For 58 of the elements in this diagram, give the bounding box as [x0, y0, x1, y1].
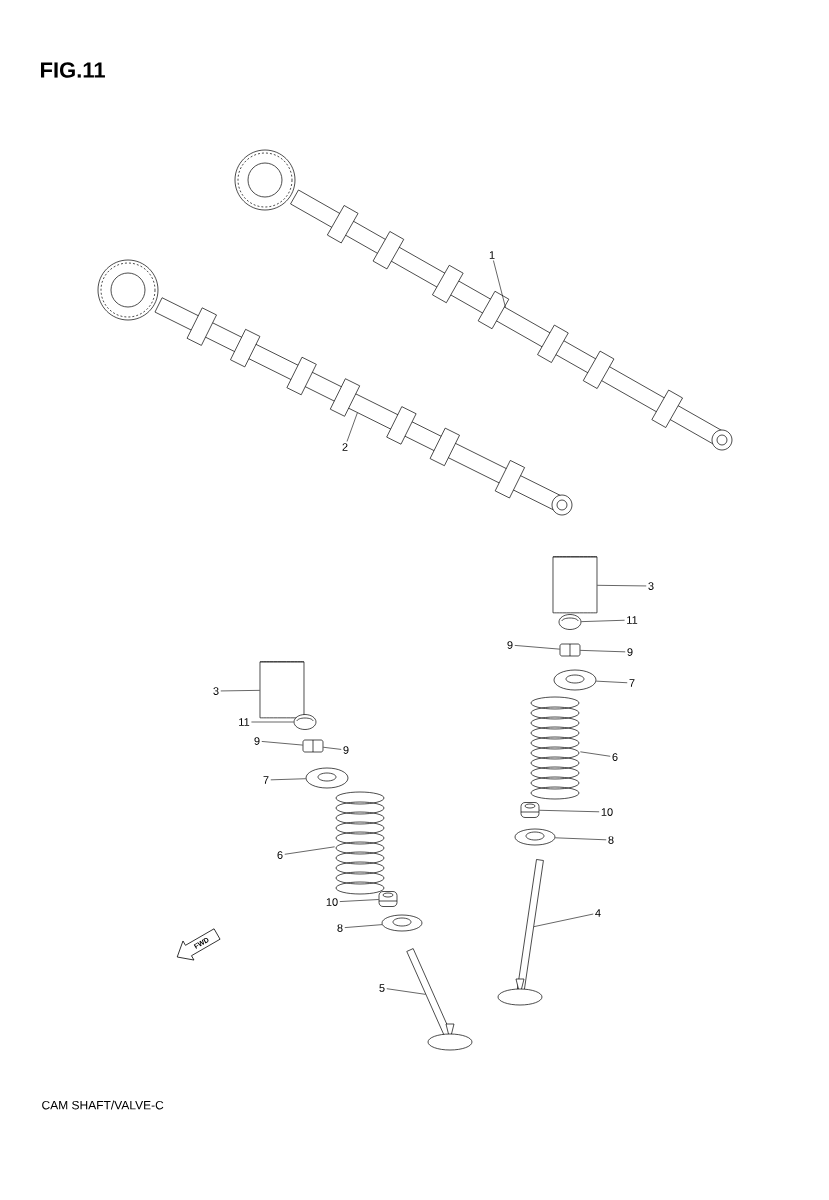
figure-title: FIG.11	[41, 62, 105, 78]
valve-stem-seal-drawing	[520, 802, 540, 818]
valve-spring-drawing	[530, 696, 580, 800]
callout-number: 10	[601, 808, 613, 816]
callout-number: 11	[627, 616, 638, 624]
callout-number: 6	[612, 753, 618, 761]
callout-number: 7	[263, 776, 269, 784]
leader-line	[581, 619, 625, 622]
callout-number: 1	[489, 251, 495, 259]
callout-number: 9	[627, 648, 633, 656]
leader-line	[514, 645, 560, 650]
caption: CAM SHAFT/VALVE-C	[42, 1100, 164, 1110]
callout-number: 9	[507, 641, 513, 649]
leader-line	[220, 690, 260, 692]
leader-line	[580, 751, 611, 757]
camshaft-drawing	[97, 259, 573, 516]
leader-line	[346, 412, 358, 442]
leader-line	[251, 721, 294, 723]
spring-seat-drawing	[514, 828, 556, 846]
leader-line	[284, 846, 335, 855]
callout-number: 9	[343, 746, 349, 754]
valve-drawing	[497, 859, 544, 1006]
leader-line	[261, 741, 303, 746]
callout-number: 3	[213, 687, 219, 695]
valve-spring-drawing	[335, 791, 385, 895]
callout-number: 11	[239, 718, 250, 726]
spring-retainer-drawing	[305, 767, 349, 789]
valve-stem-seal-drawing	[378, 891, 398, 907]
callout-number: 8	[608, 836, 614, 844]
leader-line	[270, 778, 306, 781]
leader-line	[493, 260, 506, 308]
callout-number: 7	[629, 679, 635, 687]
callout-number: 8	[337, 924, 343, 932]
callout-number: 10	[326, 898, 338, 906]
spring-retainer-drawing	[553, 669, 597, 691]
leader-line	[323, 746, 342, 750]
callout-number: 5	[379, 984, 385, 992]
callout-number: 3	[648, 582, 654, 590]
leader-line	[533, 913, 594, 927]
leader-line	[597, 585, 647, 587]
valve-cotter-drawing	[302, 739, 324, 753]
leader-line	[539, 809, 600, 813]
shim-drawing	[293, 714, 317, 730]
callout-number: 2	[342, 443, 348, 451]
tappet-drawing	[259, 661, 305, 719]
leader-line	[386, 988, 426, 995]
leader-line	[580, 650, 626, 653]
callout-number: 6	[277, 851, 283, 859]
leader-line	[339, 899, 379, 902]
callout-number: 4	[595, 909, 601, 917]
callout-number: 9	[254, 737, 260, 745]
shim-drawing	[558, 614, 582, 630]
leader-line	[595, 680, 628, 684]
valve-cotter-drawing	[559, 643, 581, 657]
spring-seat-drawing	[381, 914, 423, 932]
leader-line	[344, 924, 383, 928]
valve-drawing	[406, 948, 473, 1051]
leader-line	[554, 837, 607, 841]
